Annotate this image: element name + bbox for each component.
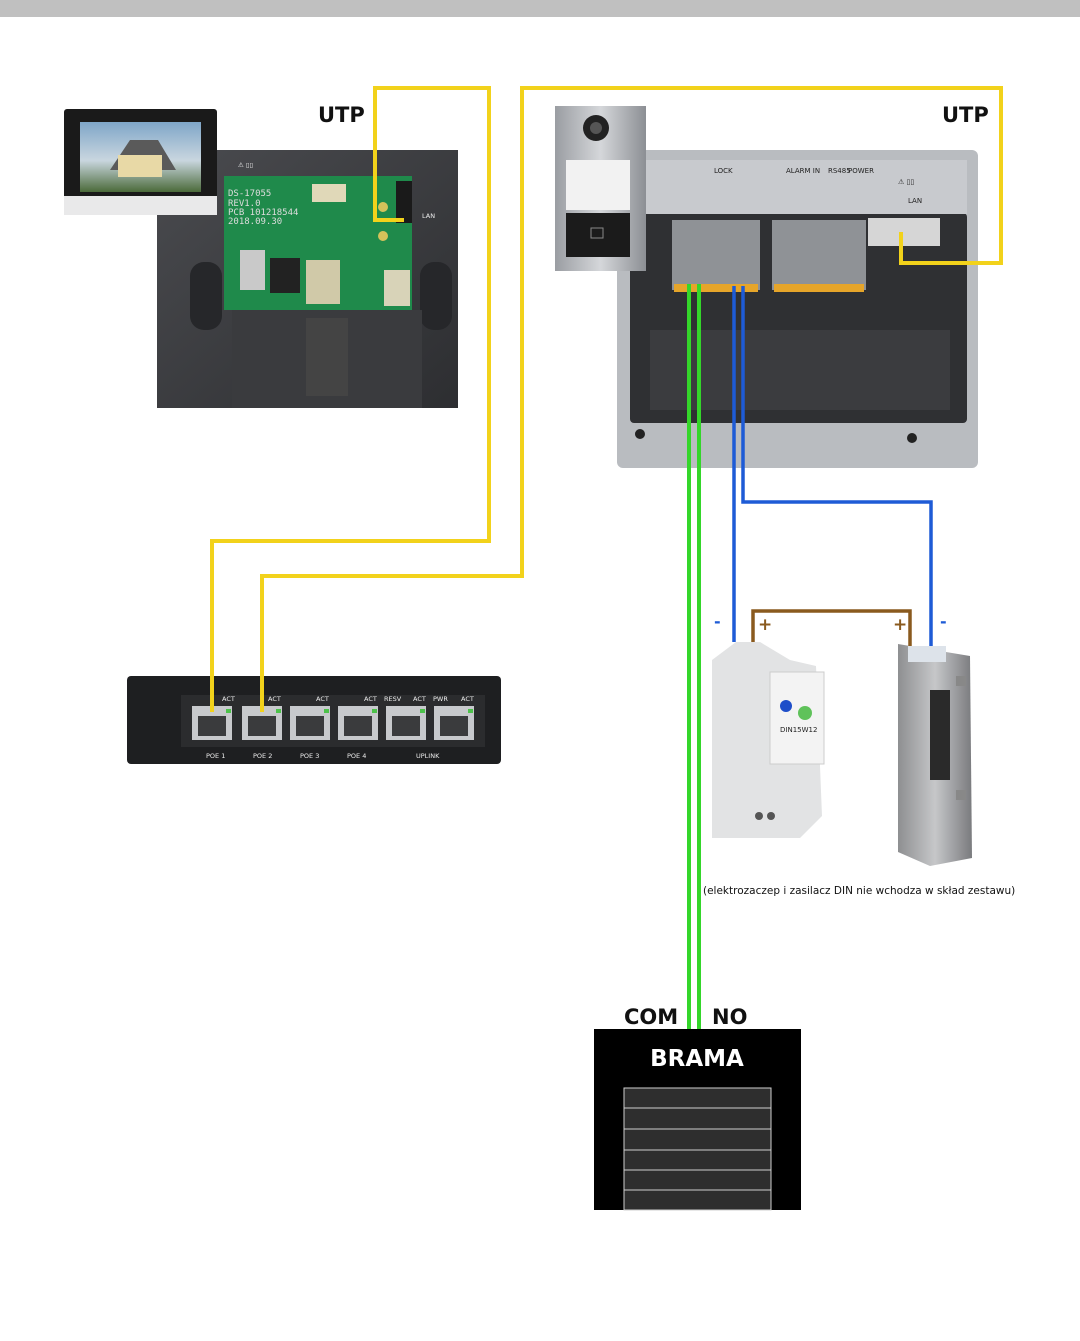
din-power-supply: DIN15W12 <box>712 642 825 838</box>
gate-label: BRAMA <box>650 1046 744 1072</box>
positive-wire <box>751 609 912 646</box>
minus-label-strike: - <box>940 612 947 631</box>
plus-label-strike: + <box>893 615 907 635</box>
indoor-monitor <box>64 109 217 215</box>
power-group-label: POWER <box>848 167 874 175</box>
switch-port-label: POE 3 <box>300 752 319 760</box>
minus-label-psu: - <box>714 612 721 631</box>
monitor-lan-label: LAN <box>422 212 435 220</box>
switch-act-label: ACT <box>222 695 235 703</box>
door-lan-port <box>868 218 940 246</box>
name-plate <box>566 160 630 210</box>
door-lan-label: LAN <box>908 197 922 205</box>
rs485-group-label: RS485 <box>828 167 851 175</box>
pcb-model: DS-17055 <box>228 189 271 199</box>
alarm-group-label: ALARM IN <box>786 167 820 175</box>
pcb-date: 2018.09.30 <box>228 217 282 227</box>
utp-wire-monitor <box>210 86 491 712</box>
pcb-number: PCB 101218544 <box>228 208 298 218</box>
switch-act-label: ACT <box>268 695 281 703</box>
switch-act-label: ACT <box>461 695 474 703</box>
switch-resv-label: RESV <box>384 695 402 703</box>
mount-slot-left <box>190 262 222 330</box>
utp-label-door-station: UTP <box>942 103 989 127</box>
switch-act-label: ACT <box>413 695 426 703</box>
door-station-back-panel: LOCK ALARM IN RS485 POWER LAN ⚠ ▯▯ <box>617 150 978 468</box>
note-text: (elektrozaczep i zasilacz DIN nie wchodz… <box>703 885 1015 897</box>
poe-switch: ACT ACT ACT ACT RESV ACT PWR ACT POE 1 P… <box>127 676 501 764</box>
electric-strike <box>898 644 972 866</box>
lock-group-label: LOCK <box>714 167 733 175</box>
mount-slot-right <box>420 262 452 330</box>
switch-port-label: POE 4 <box>347 752 366 760</box>
switch-port-label: POE 2 <box>253 752 272 760</box>
utp-wire-door-station <box>260 86 1003 712</box>
call-button-area <box>566 213 630 257</box>
door-warning-icon: ⚠ ▯▯ <box>898 178 914 186</box>
no-label: NO <box>712 1005 747 1029</box>
switch-port-label: POE 1 <box>206 752 225 760</box>
monitor-pcb: DS-17055 REV1.0 PCB 101218544 2018.09.30… <box>224 176 435 396</box>
warning-icon: ⚠ ▯▯ <box>238 161 253 169</box>
wires <box>210 86 1003 1029</box>
negative-wire-strike <box>741 286 933 646</box>
plus-label-psu: + <box>758 615 772 635</box>
switch-act-label: ACT <box>316 695 329 703</box>
top-bar <box>0 0 1080 17</box>
pcb-rev: REV1.0 <box>228 199 261 209</box>
psu-model: DIN15W12 <box>780 726 817 734</box>
switch-pwr-label: PWR <box>433 695 448 703</box>
utp-label-monitor: UTP <box>318 103 365 127</box>
switch-act-label: ACT <box>364 695 377 703</box>
gate: BRAMA <box>594 1029 801 1211</box>
monitor-terminal-labels <box>306 318 348 396</box>
com-label: COM <box>624 1005 678 1029</box>
switch-uplink-label: UPLINK <box>416 752 440 760</box>
alarm-terminal-block <box>772 220 866 290</box>
door-station-front <box>555 106 646 271</box>
lock-terminal-block <box>672 220 760 290</box>
